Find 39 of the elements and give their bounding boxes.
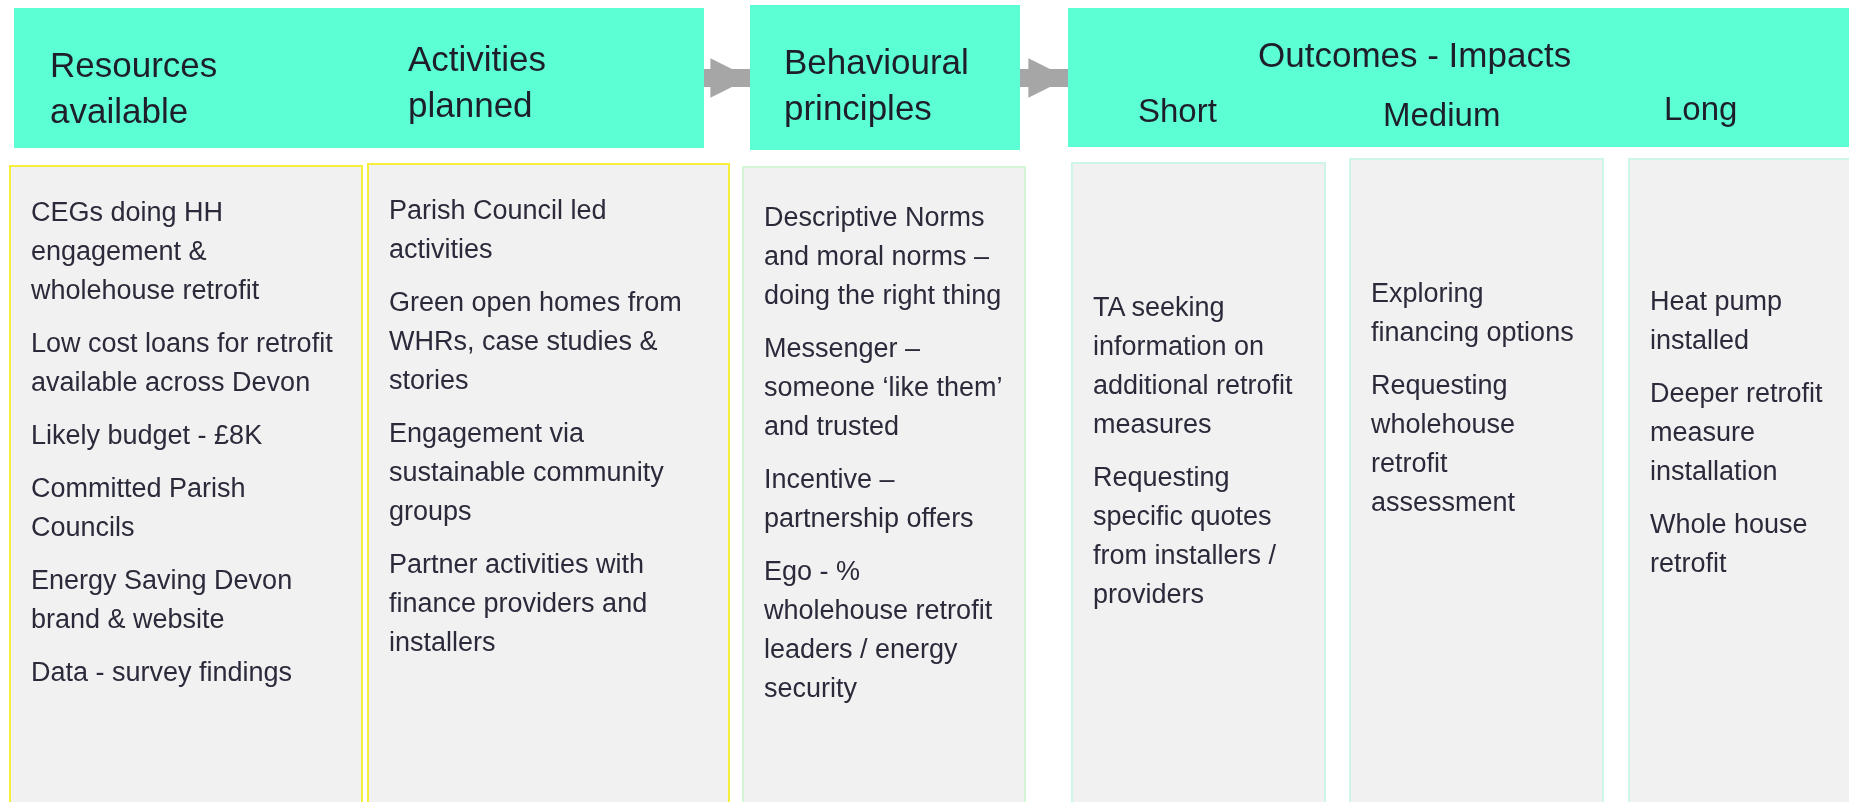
column-heading: Resources available [50,44,219,132]
list-item-text: Requesting wholehouse retrofit assessment [1371,369,1517,519]
list-item-text: TA seeking information on additional retrofit measures [1093,291,1294,441]
list-item-text: Requesting specific quotes from installers / providers [1093,461,1278,611]
list-item-text: Ego - % wholehouse retrofit leaders / energy security [764,555,994,705]
list-item-text: Messenger – someone ‘like them’ and trusted [764,332,1003,443]
column-card [742,166,1026,802]
list-item-text: Whole house retrofit [1650,508,1809,580]
header-band [750,5,1020,150]
list-item-text: Energy Saving Devon brand & website [31,564,294,636]
column-card [1071,162,1326,802]
column-subheading: Medium [1383,95,1502,135]
column-heading: Behavioural principles [784,41,970,129]
list-item-text: Engagement via sustainable community groups [389,417,665,528]
list-item-text: Descriptive Norms and moral norms – doing the right thing [764,201,1003,312]
list-item-text: Green open homes from WHRs, case studies & stories [389,286,683,397]
list-item-text: Exploring financing options [1371,277,1575,349]
column-card [367,163,730,802]
group-heading: Outcomes - Impacts [1258,34,1573,76]
list-item-text: Heat pump installed [1650,285,1784,357]
list-item-text: Partner activities with finance providers and installers [389,548,649,659]
list-item-text: Committed Parish Councils [31,472,247,544]
column-subheading: Short [1138,91,1218,131]
column-subheading: Long [1664,89,1739,129]
block-arrow [1020,58,1068,98]
list-item-text: Deeper retrofit measure installation [1650,377,1824,488]
list-item-text: CEGs doing HH engagement & wholehouse retrofit [31,196,261,307]
header-band [1068,8,1849,147]
column-card [1628,158,1849,802]
list-item-text: Likely budget - £8K [31,419,264,452]
list-item-text: Incentive – partnership offers [764,463,975,535]
block-arrow [704,58,750,98]
list-item-text: Low cost loans for retrofit available across Devon [31,327,334,399]
header-band [14,8,704,148]
column-heading: Activities planned [408,38,548,126]
list-item-text: Data - survey findings [31,656,294,689]
column-card [1349,158,1604,802]
column-card [9,165,363,802]
list-item-text: Parish Council led activities [389,194,608,266]
